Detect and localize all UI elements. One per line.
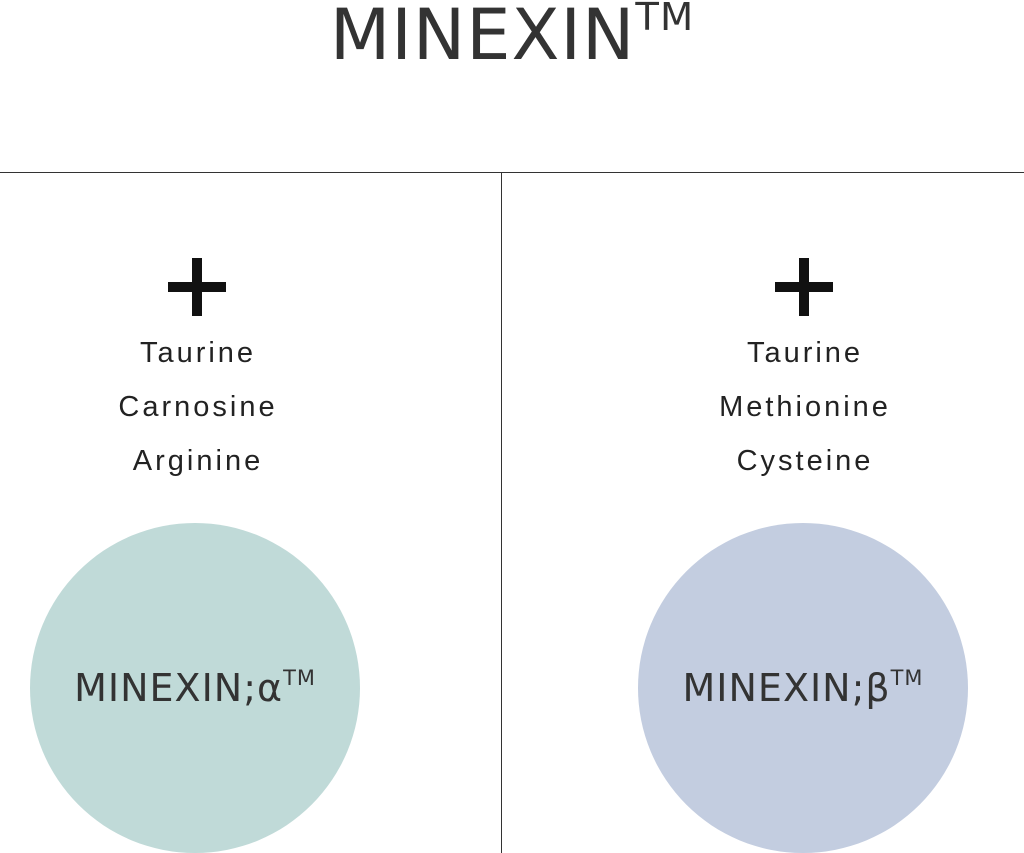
product-name: MINEXIN;α (74, 666, 284, 710)
plus-icon (168, 258, 226, 316)
plus-icon (775, 258, 833, 316)
product-name: MINEXIN;β (682, 666, 891, 710)
ingredient: Arginine (132, 445, 264, 477)
ingredient: Carnosine (118, 391, 278, 423)
page-title: MINEXINTM (0, 0, 1024, 82)
trademark: TM (635, 0, 695, 41)
left-ingredients: Taurine Carnosine Arginine (0, 326, 398, 488)
trademark: TM (283, 666, 316, 691)
ingredient: Taurine (139, 337, 257, 369)
title-text: MINEXIN (329, 0, 636, 76)
product-label: MINEXIN;βTM (683, 666, 924, 710)
minexin-beta-circle: MINEXIN;βTM (638, 523, 968, 853)
trademark: TM (890, 666, 924, 691)
ingredient: Cysteine (736, 445, 874, 477)
minexin-alpha-circle: MINEXIN;αTM (30, 523, 360, 853)
horizontal-divider (0, 172, 1024, 173)
ingredient: Taurine (746, 337, 864, 369)
product-label: MINEXIN;αTM (74, 666, 316, 710)
ingredient: Methionine (719, 391, 891, 423)
vertical-divider (501, 172, 502, 853)
right-ingredients: Taurine Methionine Cysteine (605, 326, 1005, 488)
